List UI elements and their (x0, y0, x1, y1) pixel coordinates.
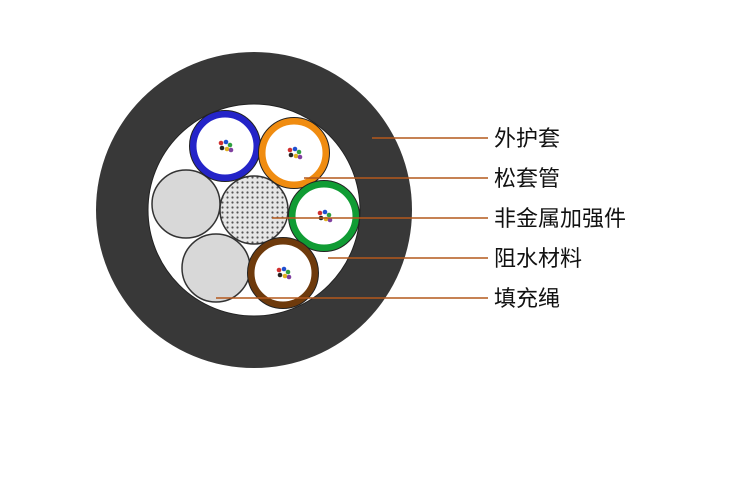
label-water-blocking: 阻水材料 (494, 247, 582, 272)
label-loose-tube: 松套管 (494, 167, 560, 192)
loose-tube-brown (247, 237, 319, 309)
loose-tube-blue (189, 110, 261, 182)
fiber-bundle-icon (218, 139, 234, 153)
filler-rope-bottom (181, 233, 251, 303)
strength-member (219, 175, 289, 245)
loose-tube-orange (258, 117, 330, 189)
loose-tube-green (288, 180, 360, 252)
label-filler-rope: 填充绳 (494, 287, 560, 312)
fiber-bundle-icon (287, 146, 303, 160)
label-strength-member: 非金属加强件 (494, 207, 626, 232)
filler-rope-top (151, 169, 221, 239)
leader-lines (216, 137, 488, 299)
label-outer-sheath: 外护套 (494, 127, 560, 152)
fiber-bundle-icon (276, 266, 292, 280)
fiber-bundle-icon (317, 209, 333, 223)
